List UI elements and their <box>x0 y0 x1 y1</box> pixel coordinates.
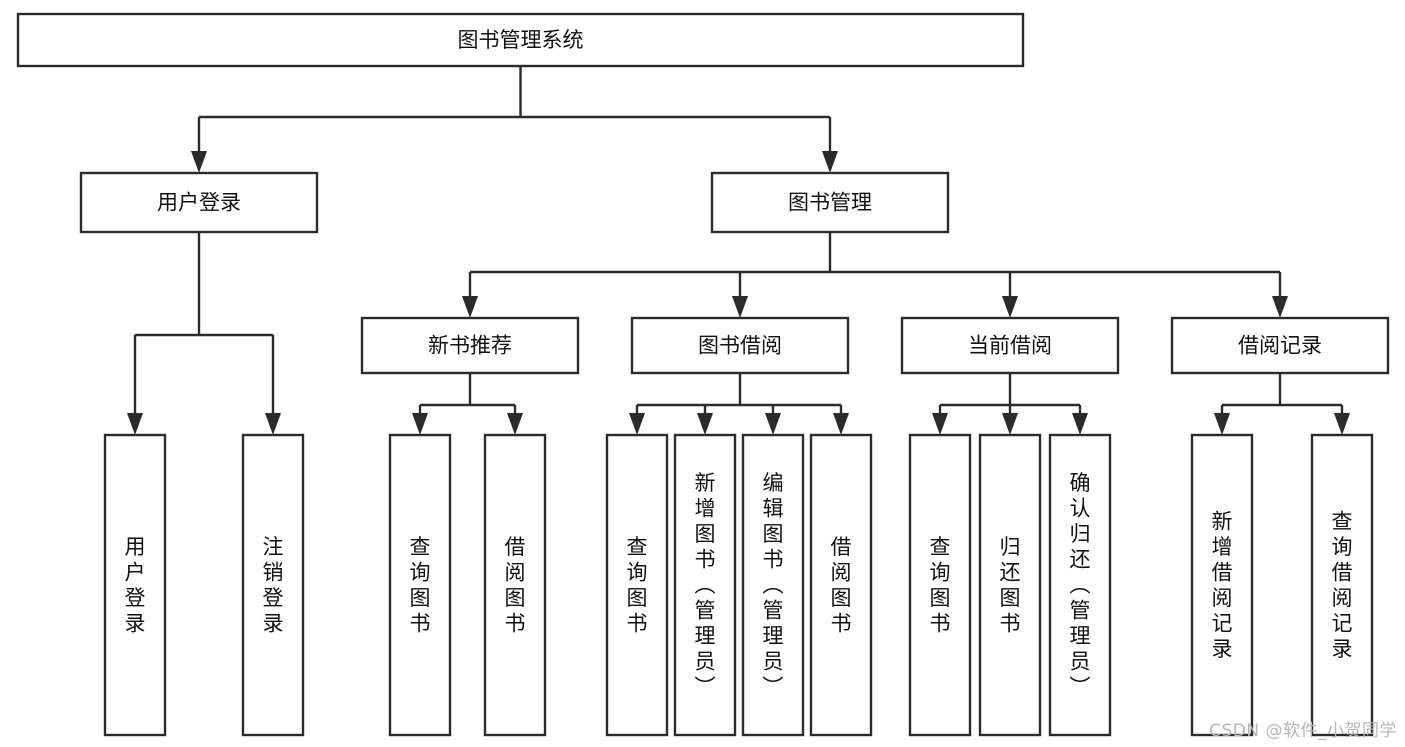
node-borrow-record-label: 借阅记录 <box>1238 334 1322 358</box>
node-leaf-return-book-box[interactable] <box>978 433 1042 737</box>
node-leaf-borrow-book-label: 借阅图书 <box>831 535 852 636</box>
node-root-box[interactable] <box>16 12 1025 68</box>
node-user-login-label: 用户登录 <box>157 191 241 215</box>
node-current-borrow-box[interactable] <box>900 316 1120 375</box>
node-leaf-edit-book-admin[interactable]: 编辑图书︵管理员︶ <box>741 433 805 737</box>
connector-group-new-book-recommend <box>412 373 523 435</box>
node-book-borrow-label: 图书借阅 <box>698 334 782 358</box>
node-root-label: 图书管理系统 <box>458 28 584 52</box>
connector-group-current-borrow <box>932 373 1088 435</box>
node-leaf-user-login[interactable]: 用户登录 <box>103 433 167 737</box>
node-leaf-query-borrow-record[interactable]: 查询借阅记录 <box>1310 433 1374 737</box>
node-leaf-confirm-return-admin-label: 确认归还︵管理员︶ <box>1070 471 1091 699</box>
node-leaf-user-logout-box[interactable] <box>241 433 305 737</box>
node-leaf-user-login-label: 用户登录 <box>125 535 146 636</box>
node-leaf-add-borrow-record-box[interactable] <box>1190 433 1254 737</box>
node-new-book-recommend-label: 新书推荐 <box>428 334 512 358</box>
node-book-management[interactable]: 图书管理 <box>710 171 950 234</box>
node-borrow-record-box[interactable] <box>1170 316 1390 375</box>
node-leaf-query-book-current-box[interactable] <box>908 433 972 737</box>
node-book-borrow-box[interactable] <box>630 316 850 375</box>
node-leaf-return-book[interactable]: 归还图书 <box>978 433 1042 737</box>
node-leaf-query-book-borrow-box[interactable] <box>605 433 669 737</box>
node-leaf-edit-book-admin-box[interactable] <box>741 433 805 737</box>
node-book-borrow[interactable]: 图书借阅 <box>630 316 850 375</box>
node-current-borrow-label: 当前借阅 <box>968 334 1052 358</box>
node-leaf-query-book-rec-box[interactable] <box>388 433 452 737</box>
connector-group-user-login <box>127 232 281 435</box>
node-leaf-query-book-current[interactable]: 查询图书 <box>908 433 972 737</box>
node-leaf-query-book-borrow[interactable]: 查询图书 <box>605 433 669 737</box>
node-current-borrow[interactable]: 当前借阅 <box>900 316 1120 375</box>
node-book-management-label: 图书管理 <box>788 191 872 215</box>
connector-group-borrow-record <box>1214 373 1350 435</box>
connector-group-book-borrow <box>629 373 849 435</box>
node-leaf-add-borrow-record[interactable]: 新增借阅记录 <box>1190 433 1254 737</box>
node-leaf-borrow-book-rec-label: 借阅图书 <box>505 535 526 636</box>
node-leaf-add-book-admin[interactable]: 新增图书︵管理员︶ <box>673 433 737 737</box>
node-leaf-borrow-book[interactable]: 借阅图书 <box>809 433 873 737</box>
node-leaf-query-book-borrow-label: 查询图书 <box>627 535 648 636</box>
node-leaf-add-book-admin-box[interactable] <box>673 433 737 737</box>
node-leaf-borrow-book-box[interactable] <box>809 433 873 737</box>
node-book-management-box[interactable] <box>710 171 950 234</box>
connector-group-root <box>191 66 838 173</box>
node-leaf-add-borrow-record-label: 新增借阅记录 <box>1212 509 1233 661</box>
connector-layer <box>127 66 1350 435</box>
node-leaf-query-borrow-record-box[interactable] <box>1310 433 1374 737</box>
connector-group-book-management <box>462 232 1288 318</box>
node-leaf-borrow-book-rec-box[interactable] <box>483 433 547 737</box>
node-user-login-box[interactable] <box>79 171 319 234</box>
node-leaf-edit-book-admin-label: 编辑图书︵管理员︶ <box>763 471 784 699</box>
node-leaf-confirm-return-admin-box[interactable] <box>1048 433 1112 737</box>
node-leaf-return-book-label: 归还图书 <box>1000 535 1021 636</box>
node-leaf-borrow-book-rec[interactable]: 借阅图书 <box>483 433 547 737</box>
node-leaf-query-book-current-label: 查询图书 <box>930 535 951 636</box>
node-leaf-add-book-admin-label: 新增图书︵管理员︶ <box>695 471 716 699</box>
node-leaf-confirm-return-admin[interactable]: 确认归还︵管理员︶ <box>1048 433 1112 737</box>
node-leaf-user-logout[interactable]: 注销登录 <box>241 433 305 737</box>
node-user-login[interactable]: 用户登录 <box>79 171 319 234</box>
node-new-book-recommend-box[interactable] <box>360 316 580 375</box>
node-borrow-record[interactable]: 借阅记录 <box>1170 316 1390 375</box>
node-leaf-query-book-rec[interactable]: 查询图书 <box>388 433 452 737</box>
node-leaf-user-login-box[interactable] <box>103 433 167 737</box>
node-leaf-query-book-rec-label: 查询图书 <box>410 535 431 636</box>
node-leaf-query-borrow-record-label: 查询借阅记录 <box>1332 509 1353 661</box>
node-leaf-user-logout-label: 注销登录 <box>263 535 284 636</box>
node-root[interactable]: 图书管理系统 <box>16 12 1025 68</box>
node-new-book-recommend[interactable]: 新书推荐 <box>360 316 580 375</box>
